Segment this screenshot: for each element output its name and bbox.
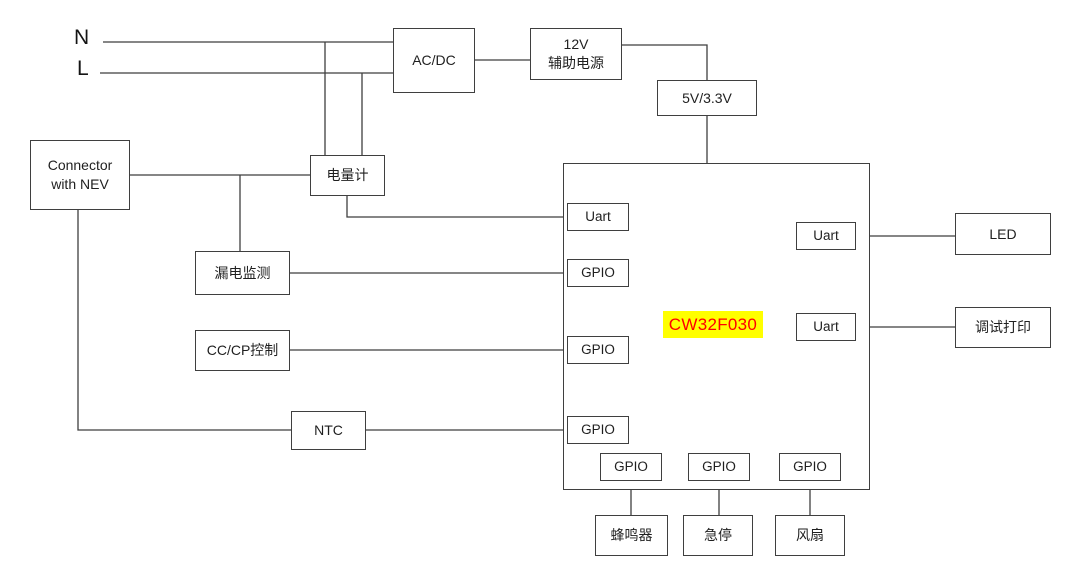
wire-paths: [77, 41, 955, 515]
mcu-port-gpio-ntc: GPIO: [567, 416, 629, 444]
block-connector-nev-label-line1: Connector: [47, 157, 113, 174]
mcu-port-gpio-estop: GPIO: [688, 453, 750, 481]
mcu-port-uart-led: Uart: [796, 222, 856, 250]
mains-line-label: L: [77, 57, 89, 80]
block-connector-nev: Connector with NEV: [30, 140, 130, 210]
block-aux-supply-label-line1: 12V: [563, 36, 589, 53]
block-fan-label: 风扇: [796, 527, 824, 544]
block-fan: 风扇: [775, 515, 845, 556]
block-connector-nev-label-line2: with NEV: [51, 176, 109, 192]
block-led: LED: [955, 213, 1051, 255]
mains-neutral-label: N: [74, 26, 90, 49]
mcu-port-uart-left-label: Uart: [585, 208, 611, 224]
mcu-port-gpio-ntc-label: GPIO: [581, 421, 615, 437]
block-ntc: NTC: [291, 411, 366, 450]
mcu-port-gpio-cccp: GPIO: [567, 336, 629, 364]
mcu-port-gpio-buzzer-label: GPIO: [614, 458, 648, 474]
block-buzzer-label: 蜂鸣器: [610, 527, 653, 544]
mcu-port-gpio-leakage: GPIO: [567, 259, 629, 287]
block-energy-meter-label: 电量计: [326, 167, 369, 184]
block-debug-print-label: 调试打印: [975, 319, 1031, 336]
mcu-port-uart-left: Uart: [567, 203, 629, 231]
block-energy-meter: 电量计: [310, 155, 385, 196]
block-cccp-control-label: CC/CP控制: [206, 342, 279, 359]
block-emergency-stop: 急停: [683, 515, 753, 556]
mcu-port-gpio-fan-label: GPIO: [793, 458, 827, 474]
block-5v-3v3-rail: 5V/3.3V: [657, 80, 757, 116]
mcu-port-uart-debug: Uart: [796, 313, 856, 341]
block-aux-supply-label-line2: 辅助电源: [548, 55, 604, 71]
mcu-port-gpio-cccp-label: GPIO: [581, 341, 615, 357]
block-leakage-monitor: 漏电监测: [195, 251, 290, 295]
block-debug-print: 调试打印: [955, 307, 1051, 348]
block-led-label: LED: [989, 225, 1017, 242]
mcu-port-gpio-leakage-label: GPIO: [581, 264, 615, 280]
mcu-port-gpio-fan: GPIO: [779, 453, 841, 481]
mcu-label: CW32F030: [663, 311, 763, 338]
mcu-port-gpio-buzzer: GPIO: [600, 453, 662, 481]
block-emergency-stop-label: 急停: [704, 527, 732, 544]
block-buzzer: 蜂鸣器: [595, 515, 668, 556]
block-aux-supply: 12V 辅助电源: [530, 28, 622, 80]
block-acdc: AC/DC: [393, 28, 475, 93]
block-acdc-label: AC/DC: [412, 52, 456, 69]
block-cccp-control: CC/CP控制: [195, 330, 290, 371]
mcu-port-uart-led-label: Uart: [813, 227, 839, 243]
mcu-port-uart-debug-label: Uart: [813, 318, 839, 334]
block-leakage-monitor-label: 漏电监测: [214, 264, 271, 281]
mcu-port-gpio-estop-label: GPIO: [702, 458, 736, 474]
block-5v-3v3-rail-label: 5V/3.3V: [682, 89, 732, 106]
block-ntc-label: NTC: [314, 422, 343, 439]
